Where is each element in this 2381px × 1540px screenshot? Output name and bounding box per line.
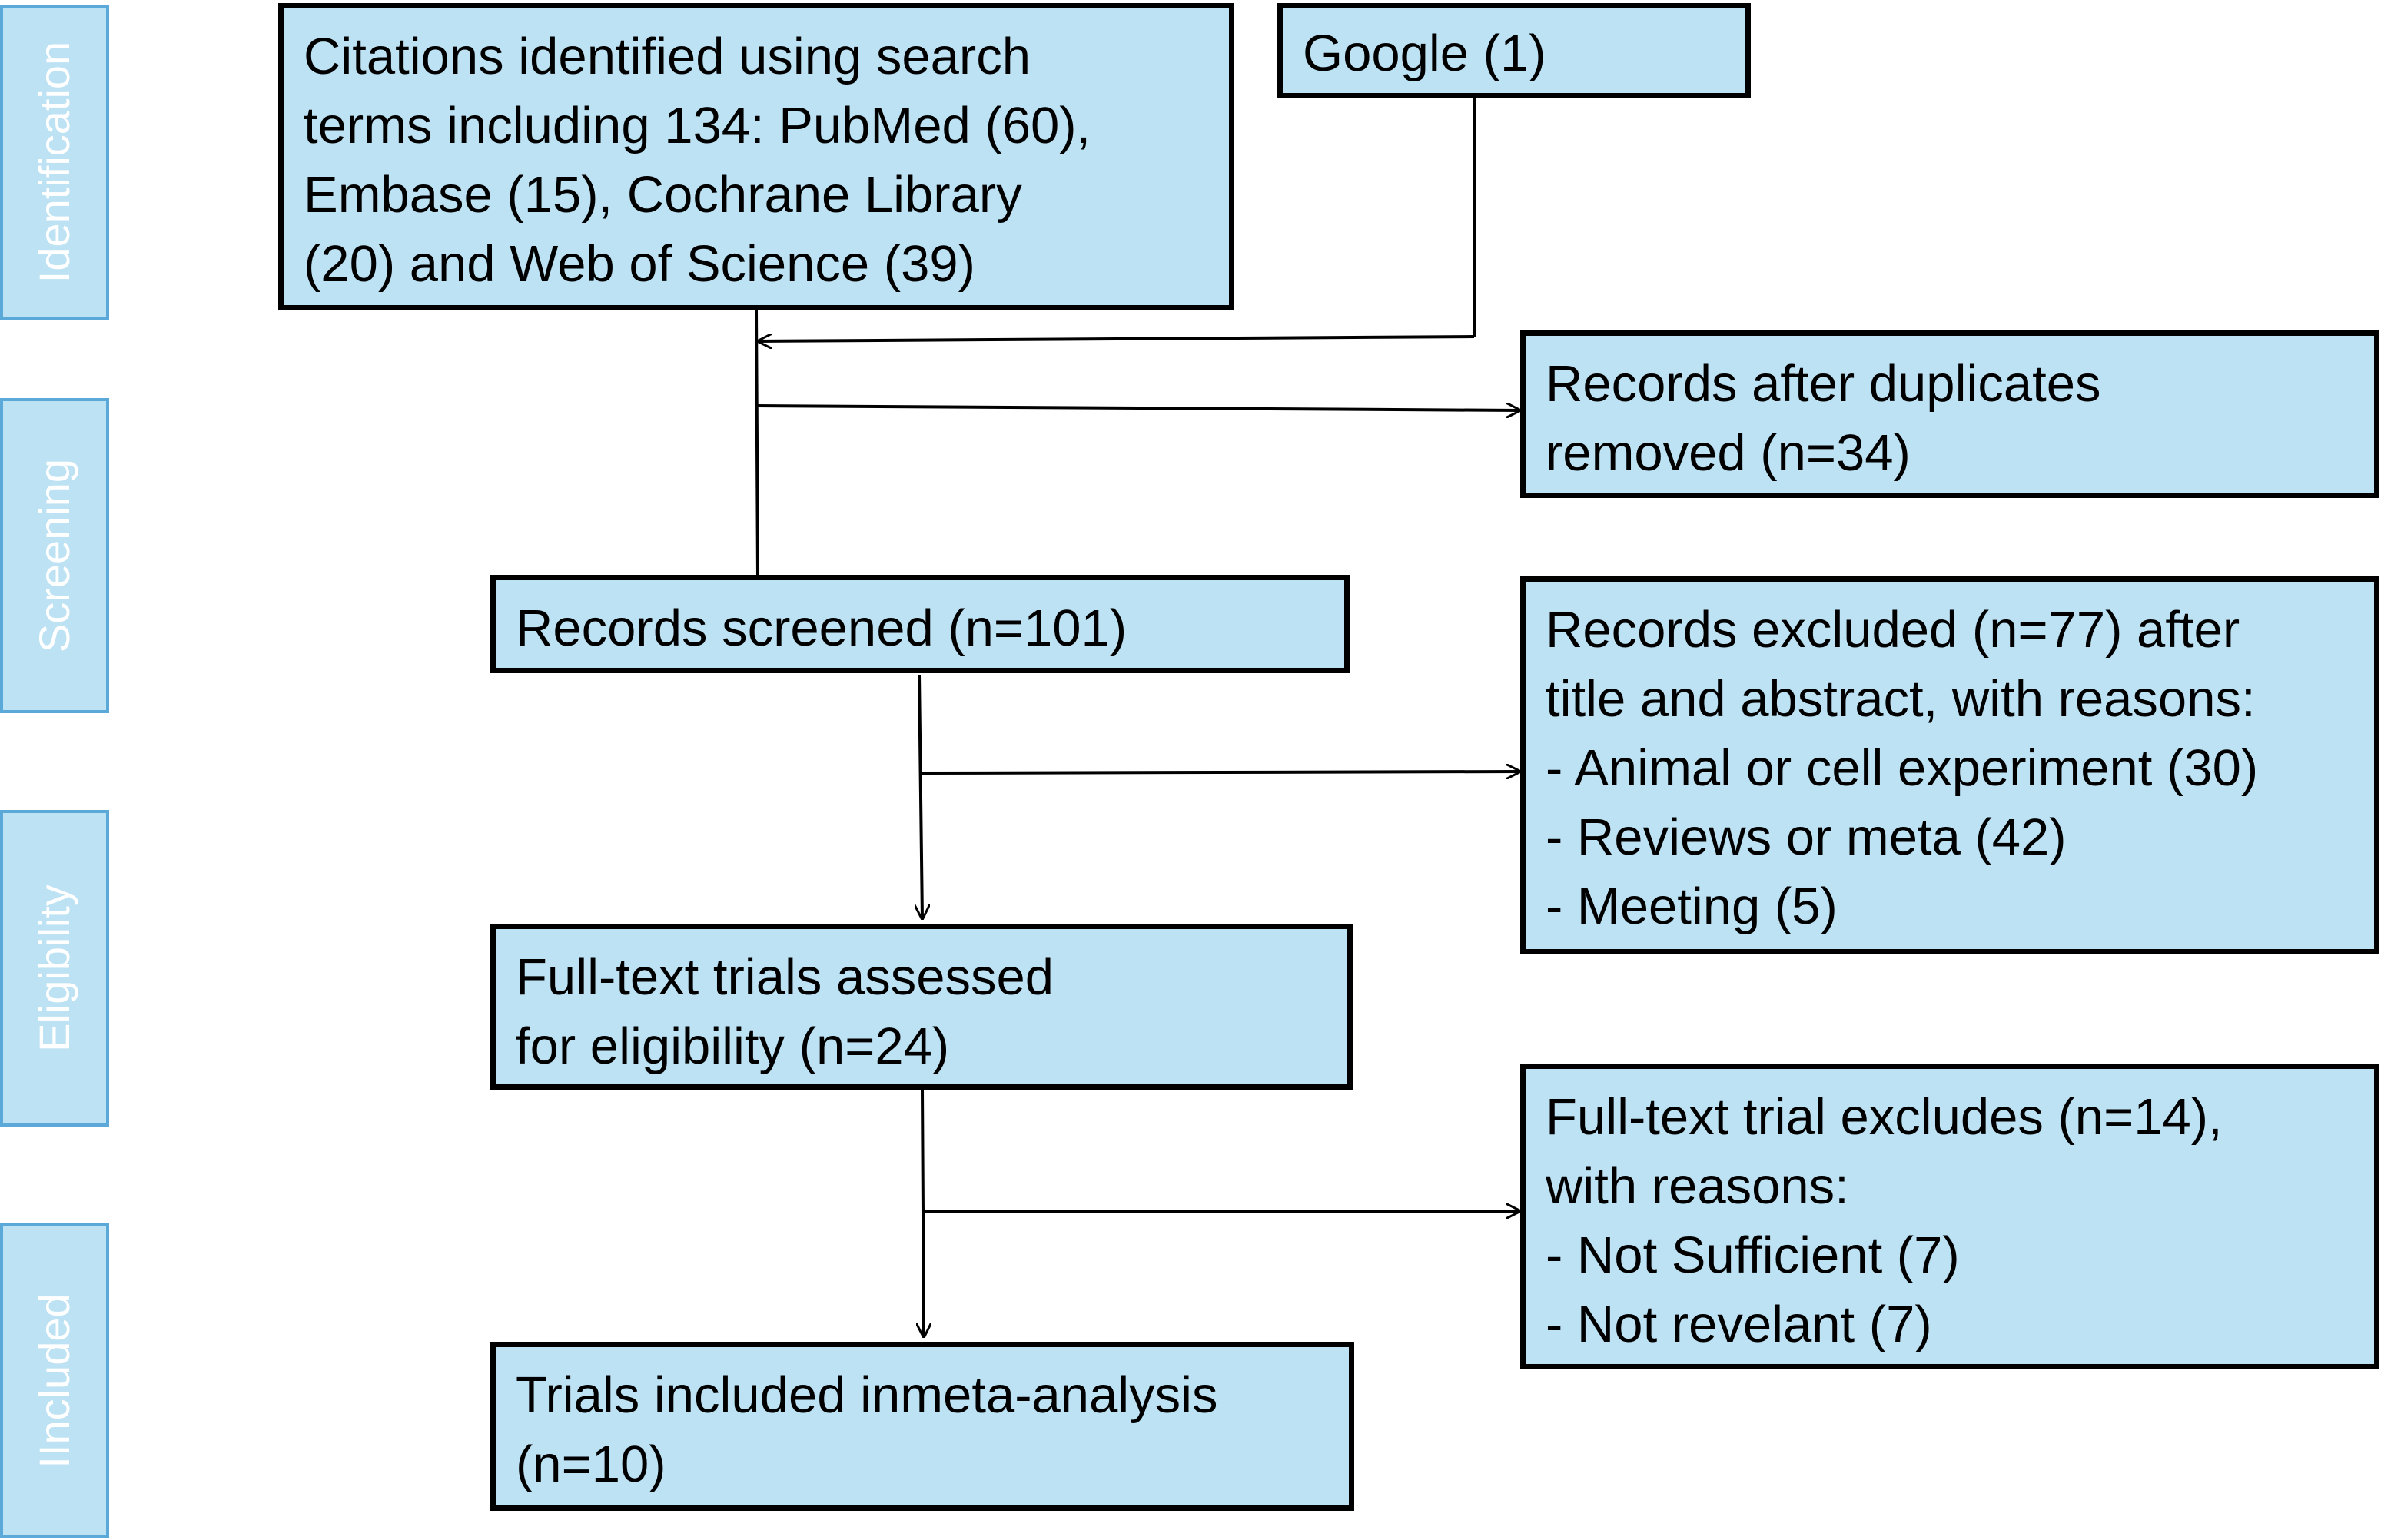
duplicates-removed-box: Records after duplicates removed (n=34) [1520, 330, 2379, 498]
stage-label: Eligibility [30, 885, 78, 1052]
connector-citations-trunk [755, 310, 759, 577]
box-line: Records excluded (n=77) after [1546, 601, 2240, 659]
box-line: (20) and Web of Science (39) [304, 235, 975, 293]
trials-included-box: Trials included inmeta-analysis (n=10) [490, 1342, 1354, 1511]
stage-included: IIncluded [0, 1223, 109, 1538]
box-line: Google (1) [1303, 25, 1546, 82]
box-line: with reasons: [1546, 1157, 1849, 1215]
arrow-google-to-trunk [758, 337, 1475, 341]
box-line: Embase (15), Cochrane Library [304, 166, 1022, 224]
box-line: Records after duplicates [1546, 355, 2101, 413]
stage-screening: Screening [0, 398, 109, 713]
stage-eligibility: Eligibility [0, 810, 109, 1127]
box-line: Full-text trials assessed [516, 948, 1054, 1006]
box-line: (n=10) [516, 1435, 666, 1493]
records-screened-box: Records screened (n=101) [490, 575, 1350, 673]
arrow-to-records-excluded [922, 772, 1520, 773]
citations-identified-box: Citations identified using search terms … [278, 3, 1234, 310]
stage-label: IIncluded [30, 1293, 78, 1469]
box-line: for eligibility (n=24) [516, 1017, 950, 1075]
box-line: Citations identified using search [304, 28, 1031, 85]
arrow-to-duplicates-removed [755, 406, 1520, 410]
box-line: - Not Sufficient (7) [1546, 1226, 1960, 1284]
box-line: - Not revelant (7) [1546, 1296, 1932, 1353]
box-line: removed (n=34) [1546, 424, 1911, 482]
box-line: Trials included inmeta-analysis [516, 1366, 1218, 1424]
records-excluded-box: Records excluded (n=77) after title and … [1520, 576, 2379, 954]
box-line: Full-text trial excludes (n=14), [1546, 1088, 2223, 1146]
fulltext-assessed-box: Full-text trials assessed for eligibilit… [490, 924, 1353, 1090]
stage-label: Screening [30, 458, 78, 653]
stage-label: Identification [30, 41, 78, 284]
arrow-screened-to-fulltext [919, 674, 922, 919]
box-line: terms including 134: PubMed (60), [304, 97, 1091, 154]
box-line: - Reviews or meta (42) [1546, 808, 2067, 866]
fulltext-excluded-box: Full-text trial excludes (n=14), with re… [1520, 1064, 2379, 1369]
arrow-fulltext-to-included [922, 1089, 924, 1337]
box-line: - Animal or cell experiment (30) [1546, 739, 2259, 797]
box-line: Records screened (n=101) [516, 599, 1127, 657]
box-line: title and abstract, with reasons: [1546, 670, 2256, 728]
stage-identification: Identification [0, 5, 109, 320]
google-box: Google (1) [1277, 3, 1751, 98]
box-line: - Meeting (5) [1546, 878, 1838, 935]
